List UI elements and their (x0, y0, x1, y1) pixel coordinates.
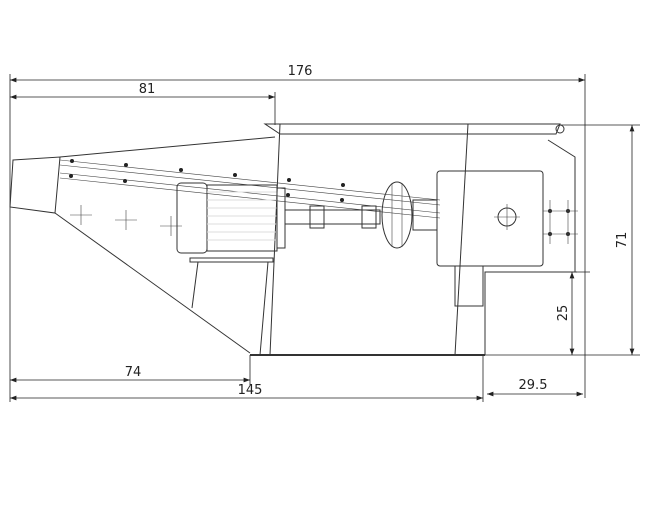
dim-base-length: 145 (238, 383, 263, 398)
dim-base-height: 25 (556, 305, 571, 322)
dim-overall-length: 176 (288, 64, 313, 79)
feeder-body (9, 123, 577, 356)
motor (176, 182, 286, 356)
dim-right-overhang: 29.5 (519, 378, 548, 393)
dim-inlet-to-base: 74 (125, 365, 142, 380)
dim-inlet-to-hopper: 81 (139, 82, 156, 97)
drive-shaft (284, 181, 438, 249)
dim-overall-height: 71 (615, 232, 630, 249)
gearbox (436, 170, 578, 307)
dimension-labels: 176 81 74 145 29.5 71 25 (125, 64, 630, 398)
dimension-lines (9, 74, 640, 402)
